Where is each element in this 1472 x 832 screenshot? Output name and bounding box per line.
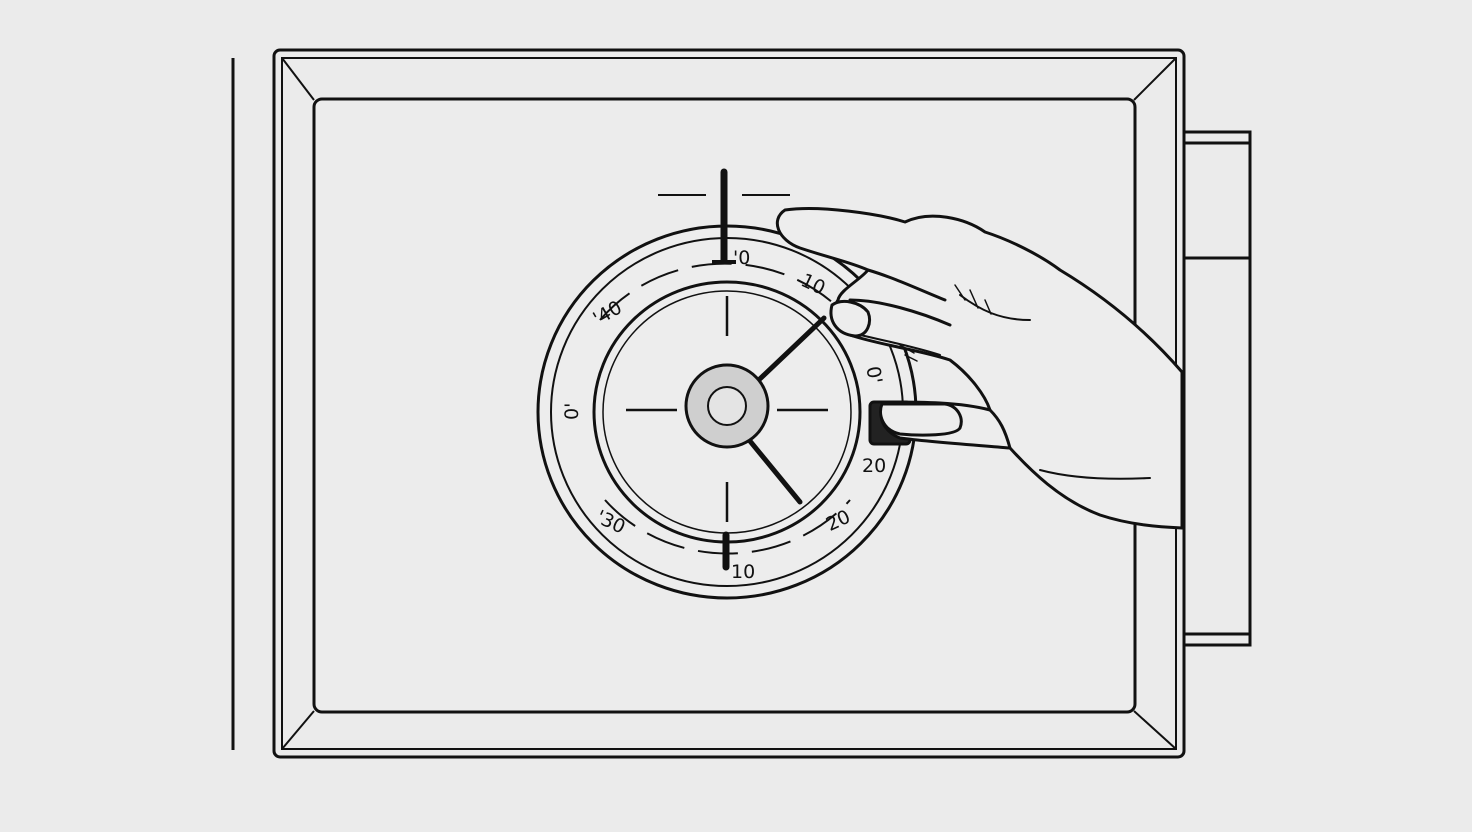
dial-label-bottom: 10 — [731, 561, 755, 583]
combination-dial[interactable]: '0 10 '40 0' 0' 20 '30 20 10 — [536, 168, 918, 600]
hand-illustration — [775, 207, 1184, 530]
dial-label-right-small: 0' — [861, 365, 886, 386]
dial-top-pointer — [712, 168, 736, 264]
dial-label-left: 0' — [561, 403, 583, 420]
dial-label-top: '0 — [733, 247, 750, 269]
dial-label-right: 20 — [862, 455, 886, 477]
hinge-plate — [1182, 130, 1252, 647]
dial-hub-center — [707, 386, 747, 426]
dial-crosshair — [626, 296, 828, 522]
